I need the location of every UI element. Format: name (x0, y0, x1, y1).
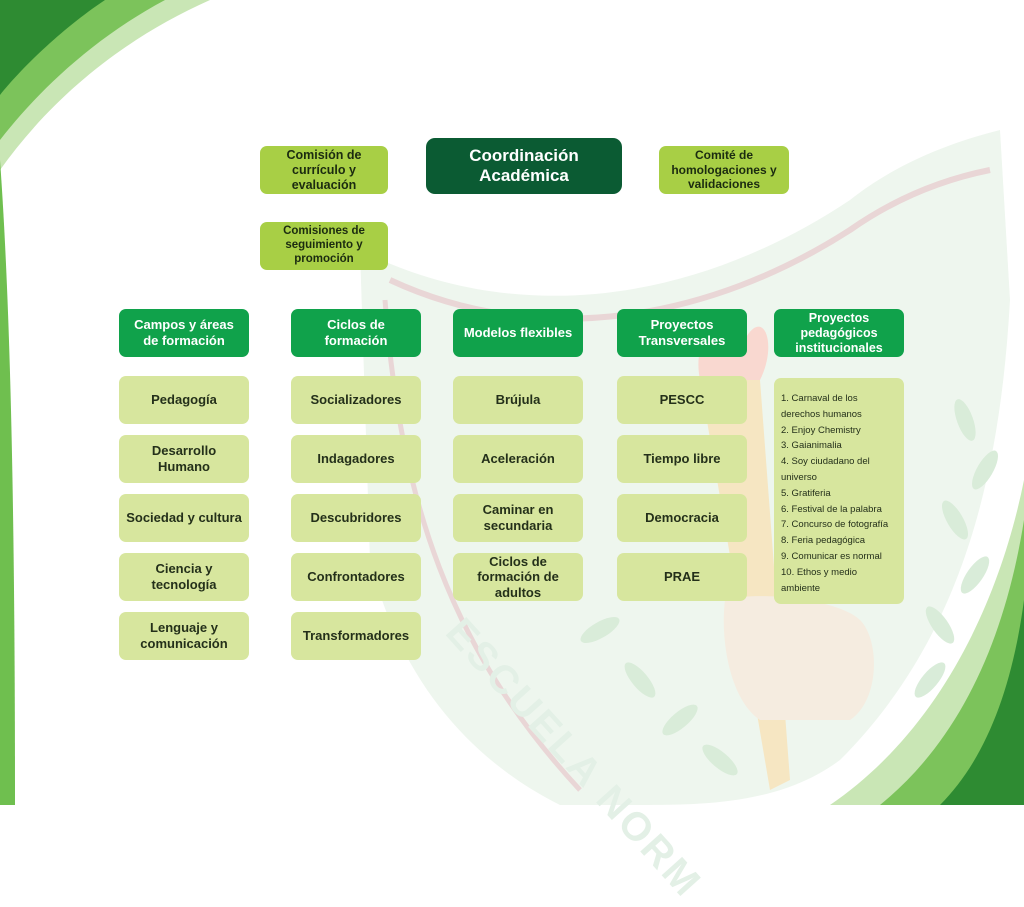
item-desarrollo-humano: Desarrollo Humano (119, 435, 249, 483)
list-item: 5. Gratiferia (781, 487, 831, 499)
item-pescc: PESCC (617, 376, 747, 424)
item-pedagogia: Pedagogía (119, 376, 249, 424)
item-prae: PRAE (617, 553, 747, 601)
list-item: 3. Gaianimalia (781, 440, 842, 452)
item-lenguaje-comunicacion: Lenguaje y comunicación (119, 612, 249, 660)
coordinacion-academica-box: Coordinación Académica (426, 138, 622, 194)
item-caminar-secundaria: Caminar en secundaria (453, 494, 583, 542)
header-proyectos-pedagogicos: Proyectos pedagógicos institucionales (774, 309, 904, 357)
header-ciclos: Ciclos de formación (291, 309, 421, 357)
header-campos: Campos y áreas de formación (119, 309, 249, 357)
item-indagadores: Indagadores (291, 435, 421, 483)
list-item: 7. Concurso de fotografía (781, 519, 889, 531)
list-item: 9. Comunicar es normal (781, 550, 882, 562)
header-proyectos-transversales: Proyectos Transversales (617, 309, 747, 357)
comite-homologaciones-box: Comité de homologaciones y validaciones (659, 146, 789, 194)
comisiones-seguimiento-box: Comisiones de seguimiento y promoción (260, 222, 388, 270)
list-item: 6. Festival de la palabra (781, 503, 882, 515)
list-item: 2. Enjoy Chemistry (781, 424, 861, 436)
list-item: 10. Ethos y medio ambiente (781, 566, 858, 594)
item-confrontadores: Confrontadores (291, 553, 421, 601)
list-item: 8. Feria pedagógica (781, 535, 865, 547)
comision-curriculo-box: Comisión de currículo y evaluación (260, 146, 388, 194)
item-democracia: Democracia (617, 494, 747, 542)
item-brujula: Brújula (453, 376, 583, 424)
item-tiempo-libre: Tiempo libre (617, 435, 747, 483)
item-aceleracion: Aceleración (453, 435, 583, 483)
item-socializadores: Socializadores (291, 376, 421, 424)
list-item: 1. Carnaval de los derechos humanos (781, 393, 862, 420)
item-ciclos-adultos: Ciclos de formación de adultos (453, 553, 583, 601)
list-item: 4. Soy ciudadano del universo (781, 456, 870, 483)
item-descubridores: Descubridores (291, 494, 421, 542)
item-ciencia-tecnologia: Ciencia y tecnología (119, 553, 249, 601)
item-transformadores: Transformadores (291, 612, 421, 660)
proyectos-pedagogicos-list: 1. Carnaval de los derechos humanos 2. E… (774, 378, 904, 604)
header-modelos: Modelos flexibles (453, 309, 583, 357)
item-sociedad-cultura: Sociedad y cultura (119, 494, 249, 542)
